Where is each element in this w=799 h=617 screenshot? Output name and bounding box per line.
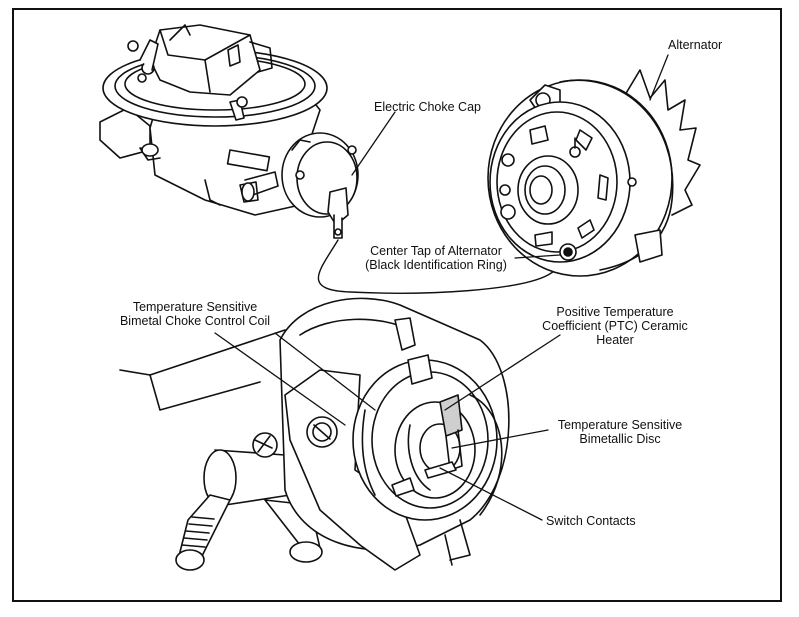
- label-alternator: Alternator: [668, 38, 723, 52]
- label-center-tap-line2: (Black Identification Ring): [365, 258, 507, 272]
- label-center-tap: Center Tap of Alternator (Black Identifi…: [350, 244, 522, 272]
- leader-ptc: [444, 334, 561, 411]
- leader-switch: [439, 467, 543, 521]
- choke-closeup-drawing: [119, 297, 510, 571]
- label-disc-line1: Temperature Sensitive: [557, 418, 683, 432]
- label-ptc-line3: Heater: [596, 333, 634, 347]
- label-center-tap-line1: Center Tap of Alternator: [370, 244, 502, 258]
- label-bimetal-coil-line1: Temperature Sensitive: [132, 300, 258, 314]
- leader-disc: [451, 429, 549, 449]
- label-electric-choke-cap: Electric Choke Cap: [374, 100, 481, 114]
- label-ptc-heater: Positive Temperature Coefficient (PTC) C…: [530, 305, 700, 347]
- leader-bimetal-coil-2: [274, 332, 376, 411]
- leader-choke-cap: [351, 111, 396, 176]
- label-bimetal-coil: Temperature Sensitive Bimetal Choke Cont…: [100, 300, 290, 328]
- leader-alternator: [649, 54, 669, 101]
- label-ptc-line2: Coefficient (PTC) Ceramic: [542, 319, 688, 333]
- label-bimetal-coil-line2: Bimetal Choke Control Coil: [119, 314, 271, 328]
- label-switch-contacts: Switch Contacts: [546, 514, 636, 528]
- leader-lines: [214, 54, 669, 521]
- leader-bimetal-coil: [214, 332, 346, 426]
- carburetor-drawing: [99, 24, 359, 239]
- label-bimetallic-disc: Temperature Sensitive Bimetallic Disc: [545, 418, 695, 446]
- leader-center-tap: [514, 254, 561, 259]
- alternator-drawing: [487, 69, 701, 277]
- diagram-border: [12, 8, 782, 602]
- label-disc-line2: Bimetallic Disc: [579, 432, 661, 446]
- label-ptc-line1: Positive Temperature: [556, 305, 674, 319]
